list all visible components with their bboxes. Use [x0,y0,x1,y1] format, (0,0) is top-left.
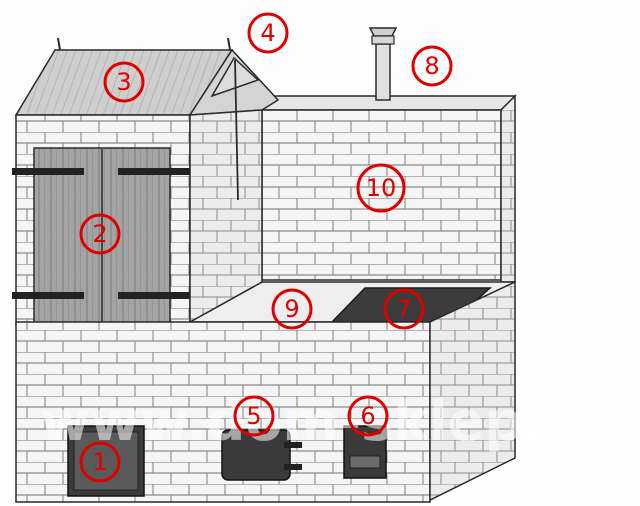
callout-circle [383,288,425,330]
hinge-bottom-right [118,292,190,299]
hinge-top-right [118,168,190,175]
callout-8: 8 [411,45,453,87]
hinge-bottom-left [12,292,84,299]
roof-hook-right [227,37,231,51]
cleanout-grate [349,455,381,469]
callout-3: 3 [103,61,145,103]
callout-circle [79,213,121,255]
callout-circle [356,163,406,213]
callout-circle [103,61,145,103]
chimney [375,43,391,101]
chimney-collar [371,35,395,45]
callout-number: 2 [92,220,107,248]
callout-number: 1 [92,448,107,476]
callout-9: 9 [271,288,313,330]
ash-pit-door [221,429,291,481]
vent-cord [234,59,239,201]
callout-number: 6 [360,402,375,430]
callout-number: 5 [246,402,261,430]
callout-10: 10 [356,163,406,213]
smokehouse-group [12,37,280,326]
cleanout-group [343,425,387,479]
smokehouse-side [189,109,263,324]
callout-1: 1 [79,441,121,483]
callout-number: 8 [424,52,439,80]
callout-7: 7 [383,288,425,330]
callout-circle [233,395,275,437]
callout-circle [247,12,289,54]
callout-circle [411,45,453,87]
callout-number: 4 [260,19,275,47]
back-wall-side [500,94,516,283]
callout-5: 5 [233,395,275,437]
callout-circle [271,288,313,330]
ash-pit-handle-bottom [284,464,302,470]
back-wall [261,109,502,281]
chimney-cap [368,27,398,37]
callout-6: 6 [347,395,389,437]
watermark: www.dom-sklep.pl [40,390,601,453]
ash-pit-group [221,429,302,481]
callout-circle [79,441,121,483]
hinge-top-left [12,168,84,175]
roof-hook-left [57,37,61,51]
back-wall-group [261,94,517,283]
callout-number: 10 [366,174,397,202]
callout-number: 9 [284,295,299,323]
base-side [429,280,516,502]
ash-pit-handle-top [284,442,302,448]
callout-4: 4 [247,12,289,54]
callout-circle [347,395,389,437]
callout-number: 3 [116,68,131,96]
cleanout-door [343,425,387,479]
chimney-group [368,27,398,101]
callout-2: 2 [79,213,121,255]
callout-layer: 1 2 3 4 5 6 7 8 9 10 [79,12,453,483]
callout-number: 7 [396,295,411,323]
